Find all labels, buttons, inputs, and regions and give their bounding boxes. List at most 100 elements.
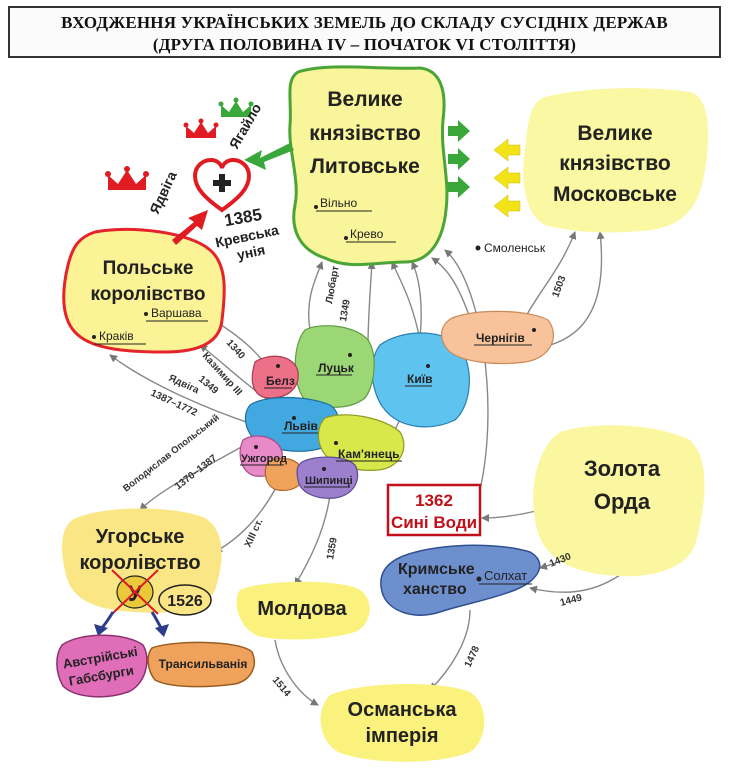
lithuania-line-1: Велике bbox=[327, 88, 402, 111]
label-1359: 1359 bbox=[325, 536, 340, 560]
land-chernihiv-label: Чернігів bbox=[476, 331, 525, 345]
label-lubart: Любарт bbox=[323, 265, 341, 305]
horde-line-2: Орда bbox=[594, 489, 651, 514]
cross-icon bbox=[213, 174, 231, 192]
city-vilno: Вільно bbox=[320, 196, 358, 210]
city-dot bbox=[276, 364, 280, 368]
city-solkhat: Солхат bbox=[484, 568, 527, 583]
horde-shape bbox=[533, 425, 705, 577]
land-shypyntsi-label: Шипинці bbox=[305, 475, 353, 487]
label-jadwiga-arrow: Ядвіга bbox=[167, 373, 201, 397]
city-dot bbox=[292, 416, 296, 420]
green-arrow-icon bbox=[448, 148, 470, 170]
city-dot bbox=[344, 236, 348, 240]
union-line-2: унія bbox=[235, 241, 266, 263]
arrow-horde-bluewaters bbox=[481, 509, 541, 522]
label-jadwiga: Ядвіга bbox=[146, 168, 180, 216]
city-dot bbox=[532, 328, 536, 332]
arrow-lands-lithuania-1 bbox=[367, 261, 376, 346]
ottoman-shape bbox=[320, 684, 485, 762]
city-dot bbox=[334, 441, 338, 445]
city-dot bbox=[476, 576, 482, 582]
land-kamianets-shape bbox=[317, 414, 405, 471]
arrow-uzhhorod-hungary bbox=[139, 444, 246, 511]
year-1526-badge bbox=[158, 584, 212, 616]
yellow-arrow-icon bbox=[493, 194, 521, 218]
title-line-1: ВХОДЖЕННЯ УКРАЇНСЬКИХ ЗЕМЕЛЬ ДО СКЛАДУ С… bbox=[61, 13, 668, 32]
blue-arrow-head bbox=[94, 624, 108, 636]
arrow-kyiv-moscow bbox=[549, 231, 605, 346]
red-crown-icon bbox=[183, 118, 219, 138]
red-arrow-to-heart bbox=[172, 210, 208, 245]
arrow-lviv-poland-1387 bbox=[109, 354, 256, 426]
moscow-shape bbox=[523, 88, 709, 233]
green-crown-icon bbox=[218, 97, 254, 117]
land-kyiv-label: Київ bbox=[407, 372, 432, 386]
lithuania-shape bbox=[288, 65, 449, 267]
ottoman-line-1: Османська bbox=[348, 699, 458, 721]
ottoman-line-2: імперія bbox=[366, 725, 439, 747]
label-1349a: 1349 bbox=[338, 298, 353, 322]
yellow-arrows bbox=[493, 138, 521, 218]
city-krakow: Краків bbox=[99, 329, 134, 343]
land-lutsk-label: Луцьк bbox=[318, 361, 355, 375]
austria-shape bbox=[56, 634, 148, 698]
moldova-shape bbox=[236, 581, 370, 640]
green-arrows bbox=[448, 120, 470, 198]
label-volodyslav: Володислав Опольський bbox=[121, 412, 222, 494]
lithuania-line-2: князівство bbox=[309, 122, 421, 145]
red-crown-icon bbox=[105, 166, 149, 190]
poland-line-2: королівство bbox=[90, 284, 205, 305]
land-lviv-label: Львів bbox=[284, 419, 318, 433]
crimea-shape bbox=[380, 544, 541, 616]
arrow-chernihiv-lithuania bbox=[431, 257, 471, 319]
label-1478: 1478 bbox=[463, 644, 483, 669]
city-dot bbox=[426, 364, 430, 368]
transylvania-label: Трансильванія bbox=[159, 657, 248, 671]
arrow-lutsk-lithuania bbox=[307, 261, 324, 331]
hungary-line-1: Угорське bbox=[96, 526, 185, 548]
city-dot bbox=[475, 245, 481, 251]
city-dot bbox=[348, 353, 352, 357]
red-cross-icon bbox=[111, 569, 159, 615]
title-line-2: (ДРУГА ПОЛОВИНА IV – ПОЧАТОК VI СТОЛІТТЯ… bbox=[152, 35, 577, 54]
blue-waters-name: Сині Води bbox=[391, 513, 477, 532]
green-arrow-icon bbox=[448, 176, 470, 198]
green-arrow-icon bbox=[448, 120, 470, 142]
land-shypyntsi-shape bbox=[296, 456, 359, 499]
city-warsaw: Варшава bbox=[151, 306, 202, 320]
arrow-moldova-ottoman bbox=[274, 639, 319, 706]
label-xiii: XIII ст. bbox=[243, 517, 266, 549]
land-chernihiv-shape bbox=[441, 310, 554, 365]
land-kyiv-shape bbox=[371, 332, 470, 428]
city-dot bbox=[144, 312, 148, 316]
poland-line-1: Польське bbox=[103, 258, 194, 279]
land-small-orange-shape bbox=[264, 457, 304, 491]
arrow-shypyntsi-moldova bbox=[294, 494, 331, 586]
city-dot bbox=[92, 335, 96, 339]
arrow-kyiv-lithuania bbox=[391, 261, 421, 341]
city-krevo: Крево bbox=[350, 227, 384, 241]
city-dot bbox=[314, 205, 318, 209]
hungary-line-2: королівство bbox=[79, 552, 200, 574]
hungary-year: 1526 bbox=[167, 593, 203, 610]
arrow-crimea-ottoman bbox=[429, 609, 471, 691]
moscow-line-3: Московське bbox=[553, 183, 677, 206]
blue-arrow-head bbox=[155, 624, 169, 637]
title-banner: ВХОДЖЕННЯ УКРАЇНСЬКИХ ЗЕМЕЛЬ ДО СКЛАДУ С… bbox=[8, 6, 721, 58]
land-belz-label: Белз bbox=[266, 374, 295, 388]
crimea-line-2: ханство bbox=[403, 581, 467, 598]
transylvania-shape bbox=[147, 641, 256, 688]
blue-waters-year: 1362 bbox=[415, 491, 453, 510]
crimea-line-1: Кримське bbox=[398, 561, 475, 578]
arrow-chernihiv-moscow bbox=[524, 231, 577, 319]
moldova-label: Молдова bbox=[257, 598, 347, 620]
city-dot bbox=[322, 467, 326, 471]
green-arrow-to-heart bbox=[244, 143, 294, 170]
moscow-line-2: князівство bbox=[559, 152, 671, 175]
lithuania-line-3: Литовське bbox=[310, 155, 420, 178]
label-1514: 1514 bbox=[270, 675, 293, 699]
label-1503: 1503 bbox=[550, 274, 568, 299]
label-1449: 1449 bbox=[559, 592, 584, 608]
